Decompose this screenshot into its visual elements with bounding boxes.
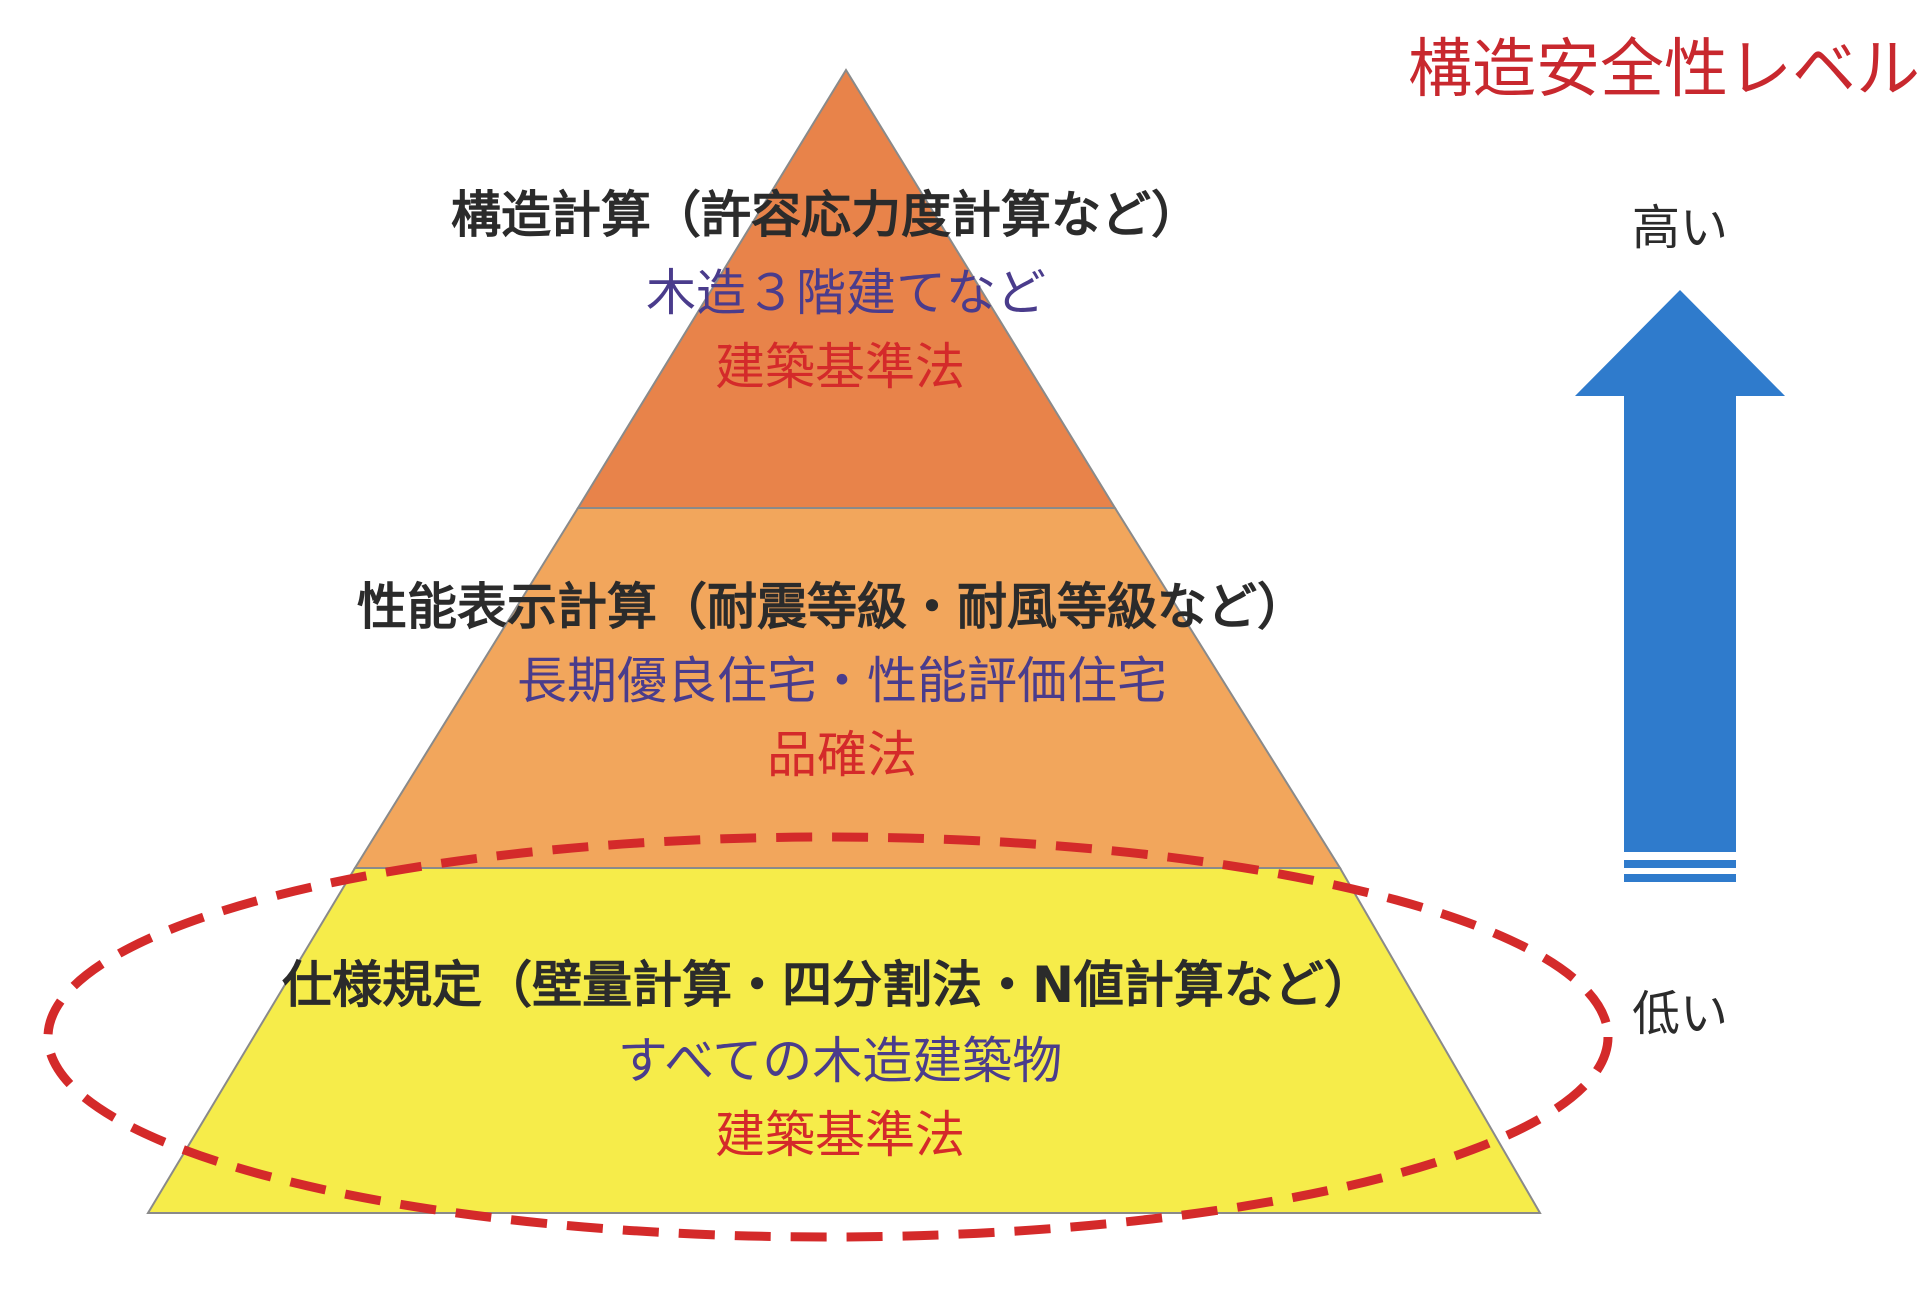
pyramid-tier-bottom — [146, 867, 1542, 1214]
level-arrow-icon — [1575, 290, 1785, 882]
diagram-title: 構造安全性レベル — [1408, 33, 1920, 107]
tier-middle-example: 長期優良住宅・性能評価住宅 — [517, 652, 1167, 710]
arrow-tail-band-1 — [1624, 860, 1736, 868]
tier-bottom-law: 建築基準法 — [715, 1106, 965, 1164]
arrow-head — [1575, 290, 1785, 852]
level-high-label: 高い — [1631, 200, 1729, 256]
level-low-label: 低い — [1631, 986, 1729, 1042]
tier-bottom-example: すべての木造建築物 — [617, 1032, 1063, 1090]
tier-bottom-heading: 仕様規定（壁量計算・四分割法・N値計算など） — [282, 956, 1374, 1014]
arrow-tail-band-2 — [1624, 874, 1736, 882]
tier-middle-heading: 性能表示計算（耐震等級・耐風等級など） — [357, 578, 1307, 636]
tier-middle-law: 品確法 — [767, 726, 917, 784]
tier-top-example: 木造３階建てなど — [646, 264, 1046, 322]
tier-top-law: 建築基準法 — [715, 338, 965, 396]
tier-top-heading: 構造計算（許容応力度計算など） — [451, 186, 1201, 244]
highlight-ring — [43, 832, 1613, 1242]
